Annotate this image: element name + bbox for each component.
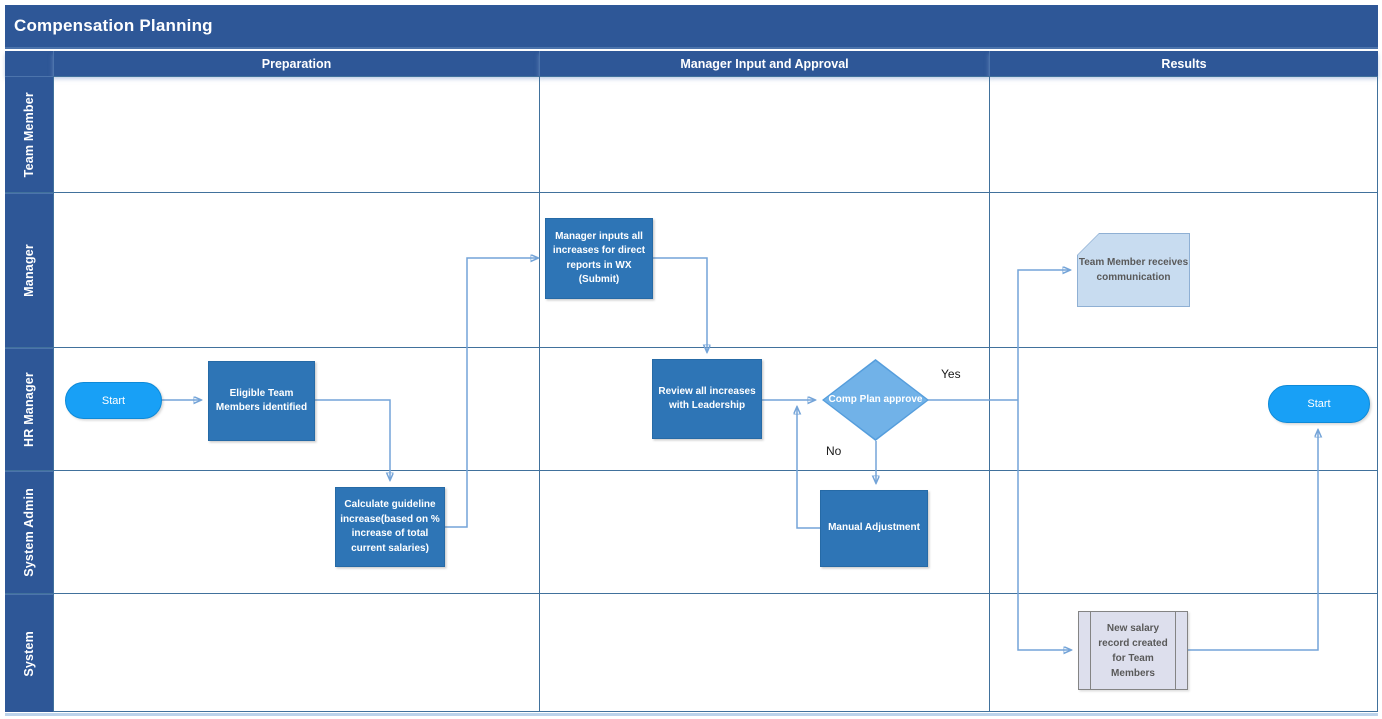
process-manual-adjustment[interactable]: Manual Adjustment [820,490,928,567]
process-manager-inputs-increases[interactable]: Manager inputs all increases for direct … [545,218,653,299]
card-team-member-communication[interactable]: Team Member receives communication [1077,233,1190,307]
column-divider [539,76,540,712]
lane-grid-frame [53,76,1378,712]
column-header-label: Preparation [261,56,332,71]
lane-label-manager: Manager [5,193,53,347]
predefined-process-new-salary-record[interactable]: New salary record created for Team Membe… [1078,611,1188,690]
lane-divider [5,192,1378,193]
lane-label-team-member: Team Member [5,76,53,192]
process-calculate-guideline-increase[interactable]: Calculate guideline increase(based on % … [335,487,445,567]
lane-divider [5,470,1378,471]
predefined-process-bar [1090,612,1091,689]
diagram-title-bar: Compensation Planning [5,5,1378,49]
lane-divider [5,593,1378,594]
edge-manual-feedback-to-decision [797,407,820,529]
edge-yes-to-communication [1017,270,1070,400]
lane-label-system-admin: System Admin [5,471,53,593]
column-header-label: Results [1161,56,1207,71]
start-terminator[interactable]: Start [65,382,162,419]
end-terminator[interactable]: Start [1268,385,1370,423]
column-header-label: Manager Input and Approval [680,56,849,71]
edge-yes-to-new-salary [1017,400,1071,650]
edge-eligible-to-calculate [315,399,390,480]
process-eligible-team-members[interactable]: Eligible Team Members identified [208,361,315,441]
column-header-manager-input-approval: Manager Input and Approval [539,51,989,76]
sheet-bottom-edge [5,713,1378,716]
decision-label-no: No [826,444,842,458]
edge-manager-inputs-to-review [653,257,707,352]
edge-calculate-to-manager-inputs [445,258,538,528]
column-divider [989,76,990,712]
predefined-process-bar [1175,612,1176,689]
diagram-title: Compensation Planning [14,16,213,35]
lane-label-hr-manager: HR Manager [5,348,53,470]
header-corner-cell [5,51,53,76]
process-review-increases[interactable]: Review all increases with Leadership [652,359,762,439]
edge-new-salary-to-end [1188,430,1318,651]
lane-label-system: System [5,594,53,712]
column-header-results: Results [989,51,1378,76]
lane-divider [5,347,1378,348]
decision-label-yes: Yes [941,367,961,381]
column-header-preparation: Preparation [53,51,539,76]
